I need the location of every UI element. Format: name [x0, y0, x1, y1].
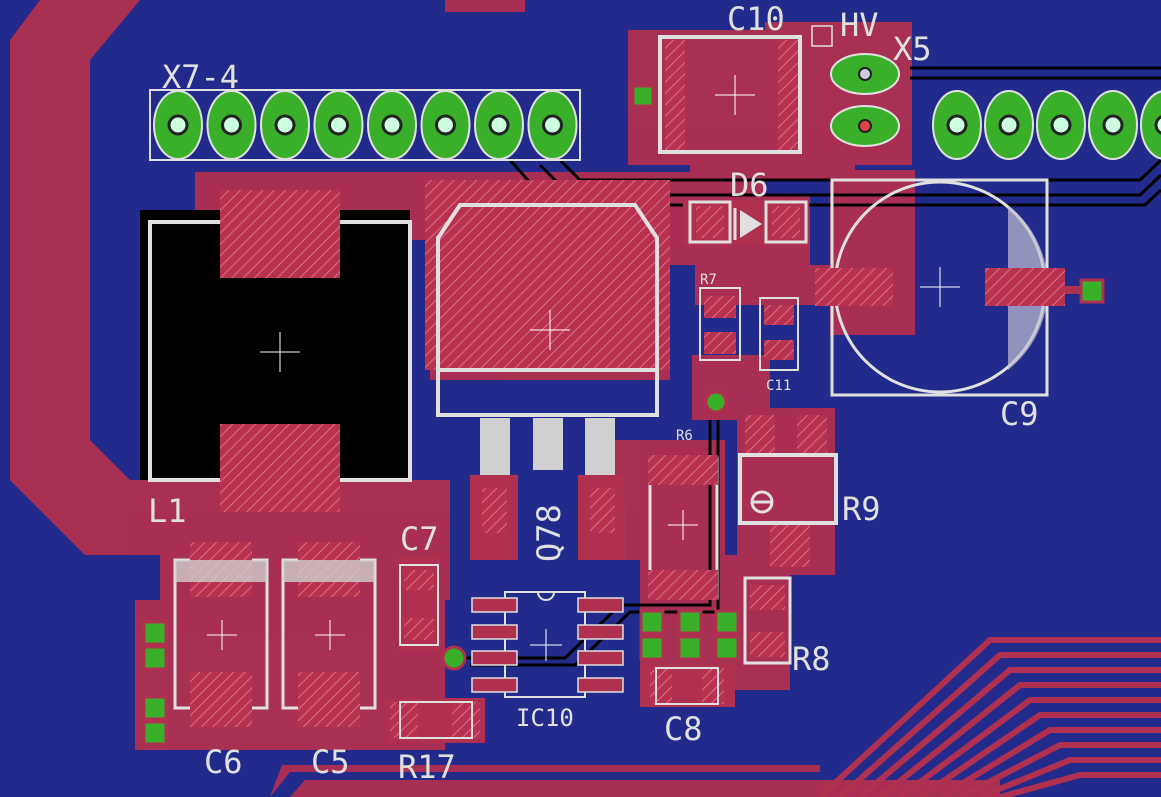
ic-pad-right	[577, 650, 624, 666]
capacitor-c11	[759, 297, 799, 371]
capacitor-c6	[173, 542, 269, 727]
label-x7-4: X7-4	[162, 58, 239, 96]
through-hole-pin	[984, 90, 1034, 160]
reference-labels: C10 HV X5 X7-4 D6 R7 C11 C9 R6 R9 L1 Q78…	[148, 0, 1039, 786]
resistor-r17	[385, 698, 485, 743]
square-pad	[639, 635, 665, 661]
label-hv: HV	[840, 6, 879, 44]
label-r9: R9	[842, 490, 881, 528]
label-r6: R6	[676, 428, 693, 444]
through-hole-pin	[474, 90, 524, 160]
through-hole-pin	[420, 90, 471, 160]
transistor-q78	[425, 180, 670, 560]
ic-pad-right	[577, 677, 624, 693]
label-c9: C9	[1000, 395, 1039, 433]
capacitor-c5	[281, 542, 377, 727]
label-c6: C6	[204, 743, 243, 781]
through-hole-pin	[1140, 90, 1161, 160]
inductor-l1	[140, 190, 412, 512]
capacitor-c10	[631, 25, 833, 154]
through-hole-pin	[260, 90, 310, 160]
capacitor-c9	[815, 178, 1105, 397]
capacitor-c8	[640, 665, 735, 707]
label-c10: C10	[727, 0, 785, 38]
label-c8: C8	[664, 710, 703, 748]
label-x5: X5	[893, 30, 932, 68]
through-hole-pin	[1036, 90, 1086, 160]
left-pin-pads	[142, 620, 168, 746]
square-pad	[714, 635, 740, 661]
through-hole-pin	[1088, 90, 1138, 160]
trimmer-r9	[738, 415, 838, 567]
ic-pad-left	[471, 597, 518, 613]
x5-pins-right	[932, 90, 1161, 160]
label-c7: C7	[400, 520, 439, 558]
resistor-r7	[699, 287, 741, 414]
through-hole-pin	[153, 90, 203, 160]
through-hole-pin	[527, 90, 578, 160]
bus-traces-right	[817, 637, 1161, 797]
through-hole-pin	[313, 90, 364, 160]
diode-d6	[683, 200, 809, 245]
ic-pad-left	[471, 677, 518, 693]
ic-pad-left	[471, 624, 518, 640]
ic-pad-left	[471, 650, 518, 666]
label-r8: R8	[792, 640, 831, 678]
resistor-r8	[743, 576, 792, 665]
x7-4-pins	[153, 90, 578, 160]
square-pad	[677, 609, 703, 635]
through-hole-pin	[206, 90, 257, 160]
ic-pad-right	[577, 624, 624, 640]
label-ic10: IC10	[516, 704, 574, 732]
label-r17: R17	[398, 748, 456, 786]
label-c5: C5	[311, 743, 350, 781]
resistor-r6	[648, 455, 719, 600]
square-pad	[714, 609, 740, 635]
square-pad	[639, 609, 665, 635]
ic-ic10	[441, 591, 624, 698]
square-pad	[677, 635, 703, 661]
label-q78: Q78	[530, 504, 568, 562]
through-hole-pin	[932, 90, 982, 160]
header-x7-4	[149, 89, 581, 161]
label-l1: L1	[148, 492, 187, 530]
through-hole-pin	[367, 90, 417, 160]
ic-pad-right	[577, 597, 624, 613]
label-d6: D6	[730, 166, 769, 204]
label-c11: C11	[766, 378, 791, 394]
connector-hv	[830, 53, 900, 147]
capacitor-c7	[398, 555, 440, 650]
jumper-array	[639, 609, 740, 661]
label-r7: R7	[700, 272, 717, 288]
